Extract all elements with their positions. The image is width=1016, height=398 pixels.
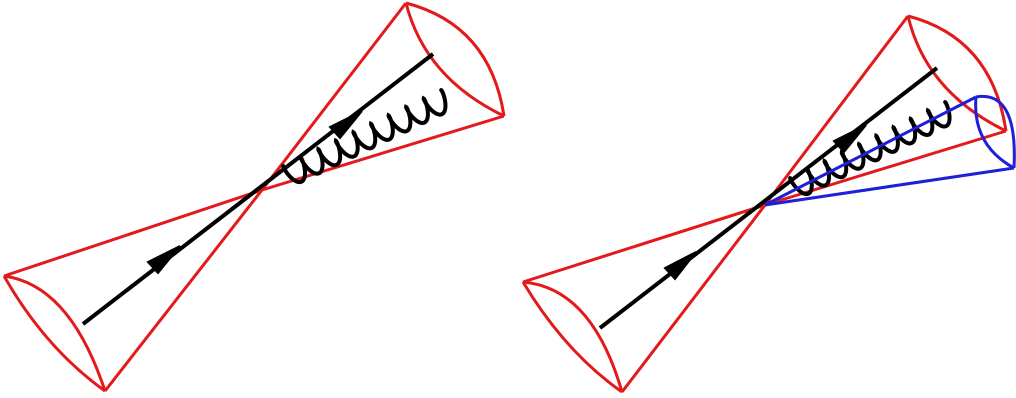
cone-cap-inner bbox=[4, 276, 105, 391]
gluon-coil bbox=[283, 90, 445, 182]
front-jet-cone bbox=[765, 16, 1006, 205]
cone-cap-outer bbox=[908, 16, 1006, 131]
cone-cap-inner bbox=[406, 3, 504, 116]
diagram-right bbox=[523, 16, 1014, 392]
quark-line bbox=[83, 54, 433, 324]
front-jet-cone bbox=[262, 3, 504, 190]
cone-side-upper bbox=[4, 190, 262, 276]
gluon-cone-cap-inner bbox=[976, 97, 1014, 168]
cone-cap-outer bbox=[523, 282, 622, 392]
back-jet-cone bbox=[523, 205, 765, 392]
quark-line-segment bbox=[600, 68, 937, 328]
quark-arrow-upper-icon bbox=[330, 111, 362, 138]
cone-cap-outer bbox=[406, 3, 504, 116]
cone-cap-inner bbox=[523, 282, 622, 392]
cone-side-upper bbox=[523, 205, 765, 282]
quark-line bbox=[600, 68, 937, 328]
quark-line-segment bbox=[83, 54, 433, 324]
cone-side-upper bbox=[262, 3, 406, 190]
cone-side-lower bbox=[622, 205, 765, 392]
back-jet-cone bbox=[4, 190, 262, 391]
cone-cap-inner bbox=[908, 16, 1006, 131]
diagram-left bbox=[4, 3, 504, 391]
cone-cap-outer bbox=[4, 276, 105, 391]
cone-side-lower bbox=[262, 116, 504, 190]
